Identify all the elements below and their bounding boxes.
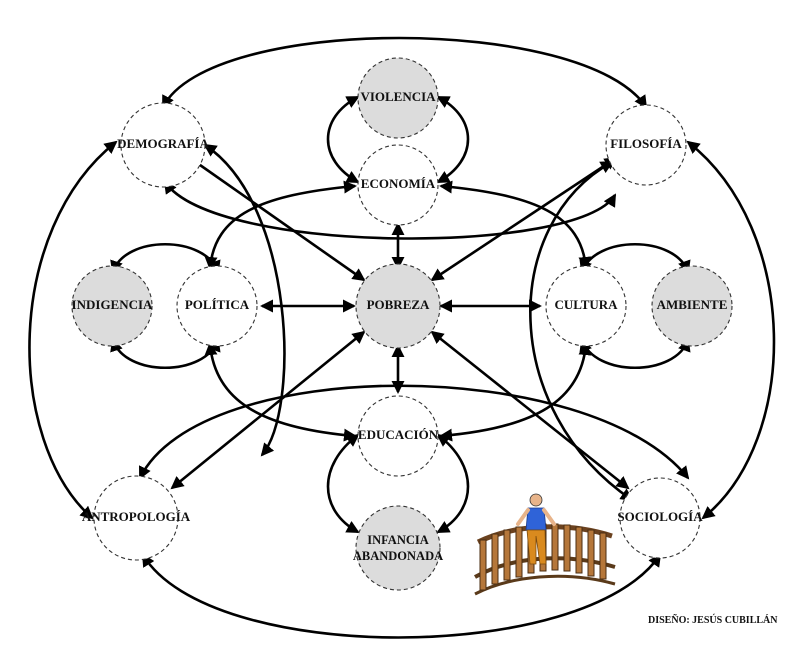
node-indigencia: INDIGENCIA [71,265,154,347]
node-educacion: EDUCACIÓN [357,395,439,477]
node-label-educacion: EDUCACIÓN [358,427,439,442]
edge-demografia-filosofia [161,36,648,109]
node-antropologia: ANTROPOLOGÍA [82,475,191,561]
edge-filosofia-sociologia-sweep [529,160,634,502]
node-ambiente: AMBIENTE [651,265,733,347]
node-label-economia: ECONOMÍA [361,176,436,191]
node-label-infancia-line1: INFANCIA [367,533,429,547]
edge-economia-violencia-right [436,95,470,184]
node-politica: POLÍTICA [176,265,258,347]
edge-demografia-antropologia [28,140,118,520]
edge-antropologia-sociologia [141,553,662,639]
node-demografia: DEMOGRAFÍA [117,102,209,188]
edge-pobreza-sociologia [430,330,630,490]
node-pobreza: POBREZA [355,263,441,349]
node-cultura: CULTURA [545,265,627,347]
node-label-ambiente: AMBIENTE [657,297,728,312]
edge-indigencia-politica-top [110,243,221,274]
edge-demografia-cultura-sweep [163,180,617,240]
node-label-antropologia: ANTROPOLOGÍA [82,509,191,524]
node-label-demografia: DEMOGRAFÍA [117,136,209,151]
edge-educacion-infancia-left [326,433,360,534]
node-label-pobreza: POBREZA [367,297,430,312]
node-sociologia: SOCIOLOGÍA [617,477,703,559]
edge-economia-politica [204,180,357,270]
edge-indigencia-politica-bottom [110,338,221,369]
node-violencia: VIOLENCIA [357,57,439,139]
design-credit: DISEÑO: JESÚS CUBILLÁN [648,614,778,626]
edge-economia-violencia-left [326,95,360,184]
node-label-cultura: CULTURA [554,297,618,312]
node-label-politica: POLÍTICA [185,297,250,312]
edge-pobreza-demografia [188,156,366,282]
edge-filosofia-sociologia [686,140,776,520]
edge-demografia-education-sweep [203,143,286,457]
node-filosofia: FILOSOFÍA [605,104,687,186]
node-label-infancia-line2: ABANDONADA [353,549,443,563]
node-label-sociologia: SOCIOLOGÍA [617,509,703,524]
node-infancia-abandonada: INFANCIA ABANDONADA [353,505,443,591]
node-label-indigencia: INDIGENCIA [72,297,154,312]
edge-educacion-cultura [439,342,592,442]
node-label-filosofia: FILOSOFÍA [610,136,682,151]
edges [28,36,776,639]
node-economia: ECONOMÍA [357,144,439,226]
person-on-bridge-icon [474,493,616,596]
edge-educacion-infancia-right [436,433,470,534]
node-label-violencia: VIOLENCIA [360,89,436,104]
edge-pobreza-antropologia [170,330,366,490]
